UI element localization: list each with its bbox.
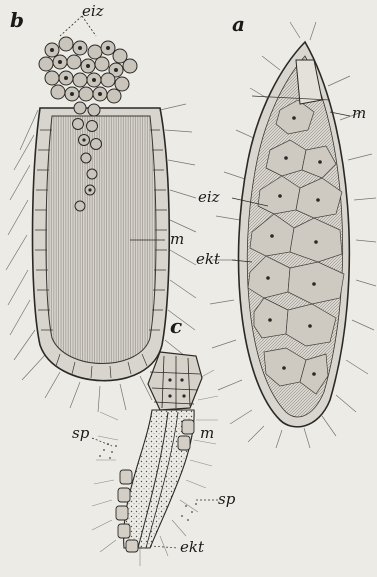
panel-a-figure xyxy=(210,22,376,448)
label-m-c: m xyxy=(200,426,214,441)
panel-label-c: c xyxy=(170,316,182,336)
label-m-b: m xyxy=(170,232,184,247)
panel-label-b: b xyxy=(10,10,24,30)
label-sp-right: sp xyxy=(218,492,235,507)
label-eiz-a: eiz xyxy=(198,190,220,205)
label-m-a: m xyxy=(352,106,366,121)
label-ekt-a: ekt xyxy=(196,252,220,267)
panel-c-figure xyxy=(92,352,218,566)
panel-label-a: a xyxy=(232,14,245,34)
label-sp-left: sp xyxy=(72,426,89,441)
label-ekt-c: ekt xyxy=(180,540,204,555)
label-eiz-b: eiz xyxy=(82,4,104,19)
